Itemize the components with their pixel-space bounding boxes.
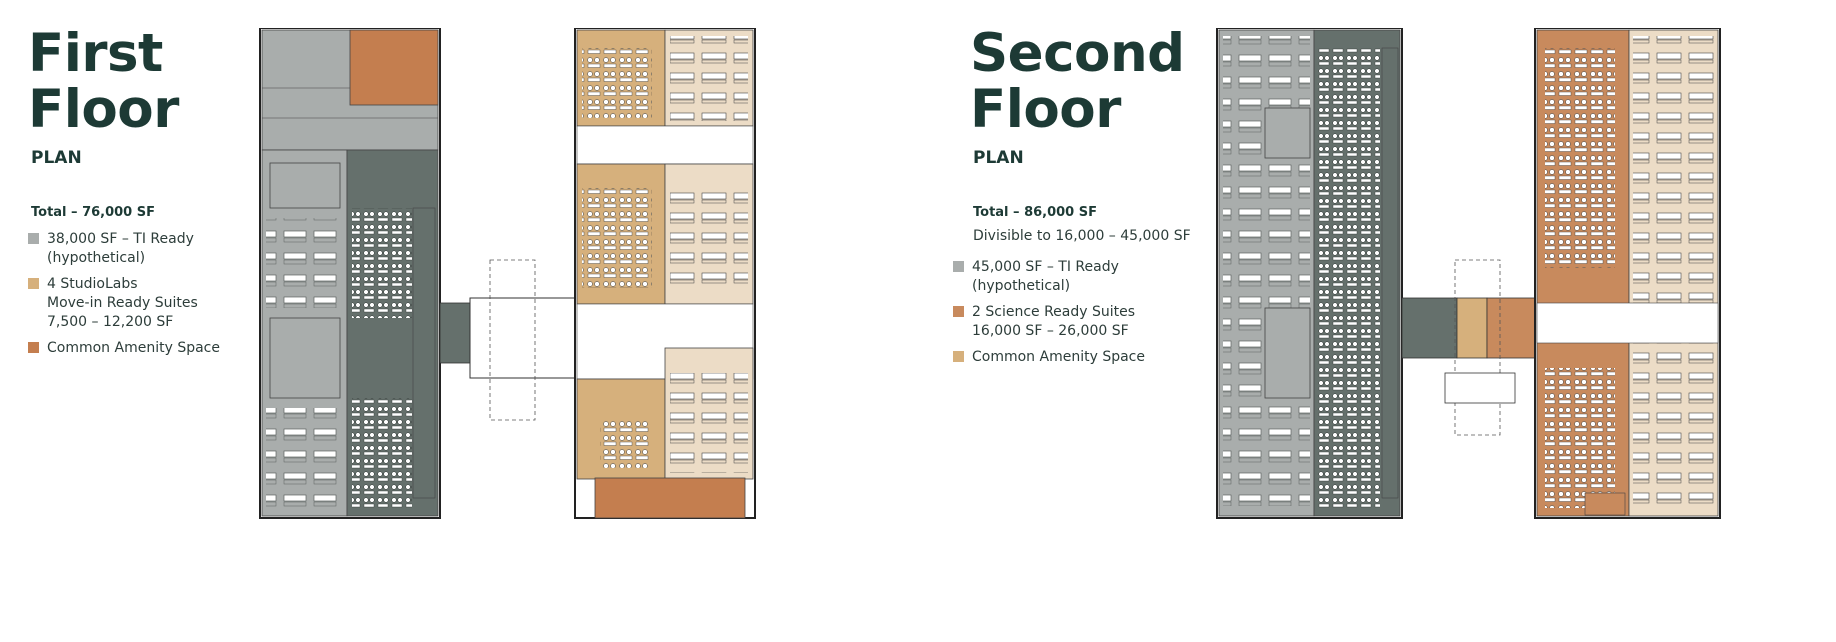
legend-line: 16,000 SF – 26,000 SF bbox=[972, 323, 1129, 339]
legend-line: Common Amenity Space bbox=[972, 349, 1145, 365]
second-floor-plan bbox=[1216, 28, 1721, 519]
first-floor-title: First Floor bbox=[28, 26, 220, 138]
second-floor-legend: Second Floor PLAN Total – 86,000 SF Divi… bbox=[953, 26, 1191, 374]
second-floor-west-wing bbox=[1216, 28, 1403, 519]
second-floor-total: Total – 86,000 SF bbox=[973, 205, 1098, 220]
legend-line: 4 StudioLabs bbox=[47, 276, 138, 292]
legend-line: (hypothetical) bbox=[47, 250, 146, 266]
title-line-1: Second bbox=[970, 23, 1185, 84]
legend-item-text: 45,000 SF – TI Ready (hypothetical) bbox=[972, 258, 1119, 296]
title-line-1: First bbox=[28, 23, 163, 84]
legend-line: 2 Science Ready Suites bbox=[972, 304, 1136, 320]
second-floor-divisible: Divisible to 16,000 – 45,000 SF bbox=[973, 228, 1191, 244]
second-floor-plan-label: PLAN bbox=[973, 148, 1024, 168]
first-floor-legend: First Floor PLAN Total – 76,000 SF 38,00… bbox=[28, 26, 220, 365]
first-floor-plan-label: PLAN bbox=[31, 148, 82, 168]
legend-item-text: 38,000 SF – TI Ready (hypothetical) bbox=[47, 230, 194, 268]
legend-line: Move-in Ready Suites bbox=[47, 295, 198, 311]
legend-line: Common Amenity Space bbox=[47, 340, 220, 356]
second-floor-connector bbox=[1401, 259, 1536, 436]
legend-item-amenity: Common Amenity Space bbox=[28, 339, 220, 358]
title-line-2: Floor bbox=[28, 79, 179, 140]
swatch-ti-ready bbox=[953, 261, 964, 272]
legend-item-text: 2 Science Ready Suites 16,000 SF – 26,00… bbox=[972, 303, 1135, 341]
second-floor-legend-items: 45,000 SF – TI Ready (hypothetical) 2 Sc… bbox=[953, 258, 1191, 367]
legend-line: 38,000 SF – TI Ready bbox=[47, 231, 194, 247]
first-floor-connector bbox=[439, 259, 576, 421]
title-line-2: Floor bbox=[970, 79, 1121, 140]
legend-line: 7,500 – 12,200 SF bbox=[47, 314, 174, 330]
legend-item-ti-ready: 38,000 SF – TI Ready (hypothetical) bbox=[28, 230, 220, 268]
first-floor-legend-items: 38,000 SF – TI Ready (hypothetical) 4 St… bbox=[28, 230, 220, 358]
legend-item-ti-ready: 45,000 SF – TI Ready (hypothetical) bbox=[953, 258, 1191, 296]
swatch-science-ready bbox=[953, 306, 964, 317]
legend-line: (hypothetical) bbox=[972, 278, 1071, 294]
swatch-ti-ready bbox=[28, 233, 39, 244]
legend-item-amenity: Common Amenity Space bbox=[953, 348, 1191, 367]
first-floor-west-wing bbox=[259, 28, 441, 519]
legend-item-studiolabs: 4 StudioLabs Move-in Ready Suites 7,500 … bbox=[28, 275, 220, 332]
swatch-amenity bbox=[953, 351, 964, 362]
second-floor-title: Second Floor bbox=[970, 26, 1191, 138]
swatch-amenity bbox=[28, 342, 39, 353]
first-floor-east-wing bbox=[574, 28, 756, 519]
swatch-studiolabs bbox=[28, 278, 39, 289]
first-floor-plan bbox=[259, 28, 756, 519]
legend-line: 45,000 SF – TI Ready bbox=[972, 259, 1119, 275]
first-floor-total: Total – 76,000 SF bbox=[31, 205, 156, 220]
legend-item-text: 4 StudioLabs Move-in Ready Suites 7,500 … bbox=[47, 275, 198, 332]
second-floor-east-wing bbox=[1534, 28, 1721, 519]
legend-item-science-ready: 2 Science Ready Suites 16,000 SF – 26,00… bbox=[953, 303, 1191, 341]
